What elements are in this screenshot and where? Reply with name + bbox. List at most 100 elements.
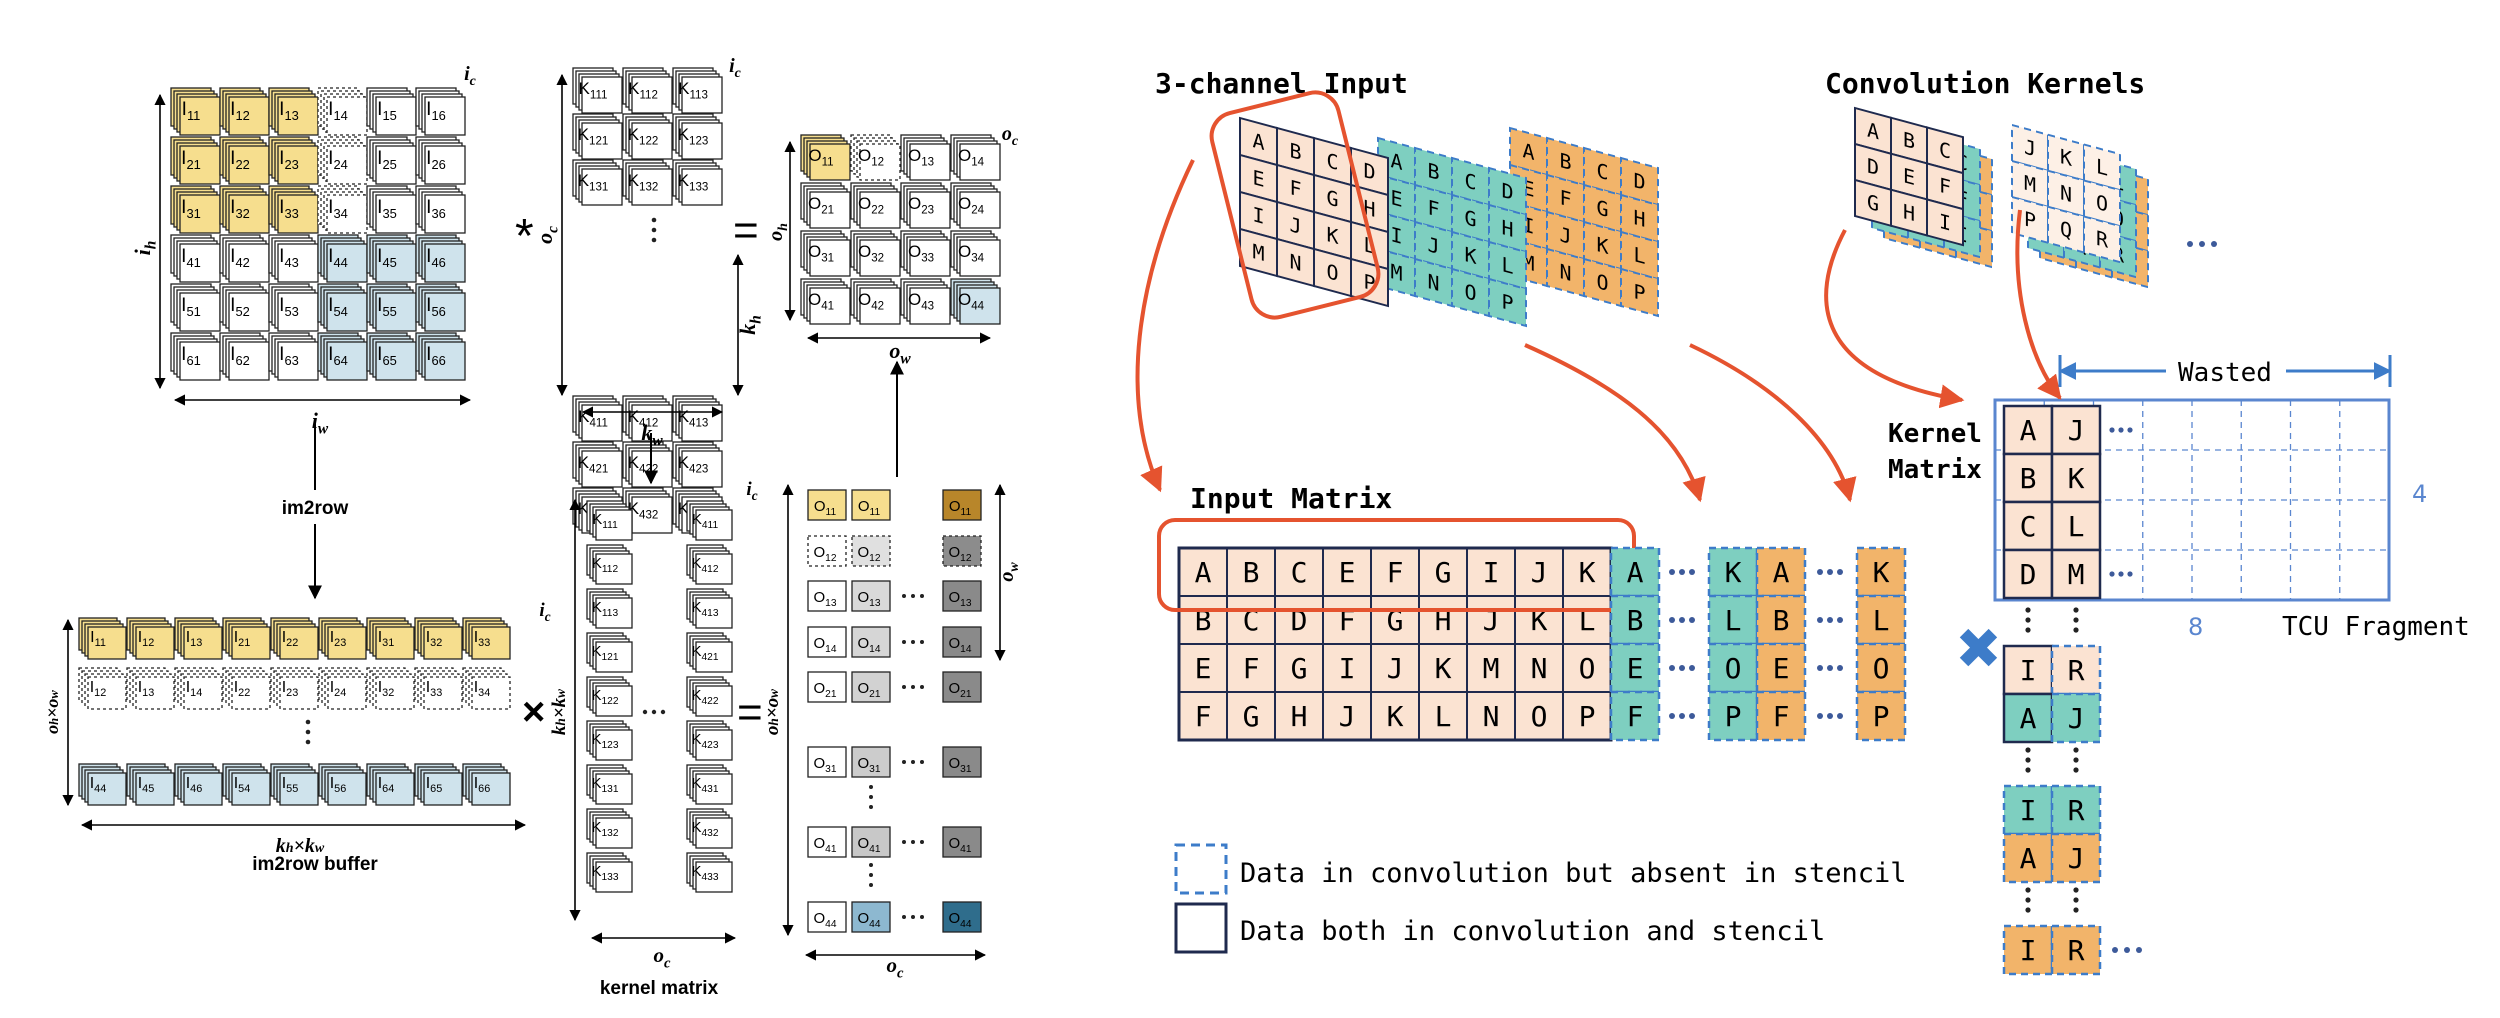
grid-cell xyxy=(1546,173,1585,224)
result-row-ellipsis xyxy=(920,685,924,689)
cell-layer xyxy=(681,122,723,160)
grid-cell xyxy=(1583,257,1622,308)
wasted-label-bg xyxy=(2166,355,2286,385)
grid-letter: C xyxy=(1596,158,1608,185)
kernel-kh-label: kh xyxy=(735,315,765,335)
grid-letter: N xyxy=(1559,259,1571,286)
buffer-cell: I65 xyxy=(414,763,463,806)
buffer-cell: I64 xyxy=(366,763,415,806)
cell-layer xyxy=(809,239,851,277)
buffer-cell: I56 xyxy=(318,763,367,806)
grid-letter: J xyxy=(2024,135,2036,162)
kernel-matrix: K111K112K113K121K122K123K131K132K133K411… xyxy=(549,479,758,971)
cell-label: K111 xyxy=(592,511,618,531)
grid-letter: P xyxy=(1501,289,1513,316)
result-cell xyxy=(807,626,847,658)
grid-letter: H xyxy=(1903,199,1915,226)
result-cell-label: O14 xyxy=(857,635,880,655)
cell-label: K431 xyxy=(691,775,718,795)
cell-layer xyxy=(695,553,733,585)
result-row-ellipsis xyxy=(920,640,924,644)
result-cell-label: O14 xyxy=(948,635,971,655)
result-cell xyxy=(851,901,891,933)
cell-layer xyxy=(183,626,223,660)
orange-col-1-cell xyxy=(1755,546,1807,598)
result-row-ellipsis xyxy=(911,760,915,764)
cell-layer xyxy=(326,341,368,381)
input-matrix-cell xyxy=(1562,547,1612,597)
kernel-cell: K112 xyxy=(622,67,673,114)
cell-label: O14 xyxy=(958,146,985,168)
kernel-cell: K422 xyxy=(622,441,673,488)
input-cell: I31 xyxy=(170,185,221,234)
input-matrix-letter: J xyxy=(1531,556,1548,589)
kmat-vertical-ellipsis xyxy=(2073,617,2079,623)
result-cell xyxy=(942,580,982,612)
cell-layer xyxy=(375,676,415,710)
output-cell: O11 xyxy=(800,134,851,181)
cell-label: I11 xyxy=(90,629,106,649)
buffer-cell: I66 xyxy=(462,763,511,806)
input-matrix-cell xyxy=(1226,595,1276,645)
cell-label: K133 xyxy=(591,863,618,883)
cell-label: I45 xyxy=(377,246,397,270)
input-cell: I16 xyxy=(415,87,466,136)
kmat-tail-cell xyxy=(2050,832,2102,884)
result-ow-label: ow xyxy=(996,562,1022,582)
kmat-ellipsis xyxy=(2109,427,2115,433)
kmatrix-cell: K432 xyxy=(686,808,733,849)
cell-layer xyxy=(326,145,368,185)
grid-letter: G xyxy=(1326,185,1338,212)
grid-letter: J xyxy=(1559,222,1571,249)
cell-layer xyxy=(695,773,733,805)
kernel-cell: K413 xyxy=(672,395,723,442)
cell-label: K412 xyxy=(691,555,718,575)
grid-letter: O xyxy=(1464,279,1476,306)
cell-layer xyxy=(279,676,319,710)
cell-layer xyxy=(326,96,368,136)
cell-label: K123 xyxy=(591,731,618,751)
cell-label: I21 xyxy=(181,148,201,172)
grid-cell xyxy=(1546,247,1585,298)
cell-layer xyxy=(909,143,951,181)
cell-layer xyxy=(595,641,633,673)
cell-layer xyxy=(695,597,733,629)
cell-label: O33 xyxy=(908,242,934,264)
input-cell: I32 xyxy=(219,185,270,234)
grid-letter: P xyxy=(2024,207,2036,234)
cell-label: O41 xyxy=(808,290,834,312)
fragment-rows-label: 4 xyxy=(2412,480,2427,508)
input-cell: I54 xyxy=(317,283,368,332)
cell-label: I13 xyxy=(138,679,155,699)
kmat-vertical-ellipsis xyxy=(2025,887,2031,893)
grid-letter: E xyxy=(1390,185,1402,212)
convolution-kernels: ABCDEFGHIABCDEFGHIABCDEFGHIJKLMNOPQRJKLM… xyxy=(1854,106,2217,289)
input-cell: I53 xyxy=(268,283,319,332)
cell-layer xyxy=(681,450,723,488)
teal-col-1-letter: F xyxy=(1627,700,1644,733)
kmat-tail-cell-letter: R xyxy=(2068,654,2085,687)
kmatrix-ic-label: ic xyxy=(746,479,757,503)
input-cell: I35 xyxy=(366,185,417,234)
grid-letter: A xyxy=(1522,138,1534,165)
cell-label: I54 xyxy=(328,295,348,319)
grid-cell xyxy=(1620,230,1659,281)
cell-label: K121 xyxy=(578,125,609,147)
cell-label: O24 xyxy=(958,194,985,216)
input-matrix-letter: N xyxy=(1483,700,1500,733)
cell-layer xyxy=(595,509,633,541)
kmatrix-cell: K431 xyxy=(686,764,733,805)
result-row-ellipsis xyxy=(911,594,915,598)
buffer-cell: I54 xyxy=(222,763,271,806)
teal-col-1-letter: E xyxy=(1627,652,1644,685)
cell-label: I32 xyxy=(426,629,443,649)
grid-letter: A xyxy=(1390,148,1402,175)
kmat-tail-cell-letter: I xyxy=(2020,794,2037,827)
teal-col-1-cell xyxy=(1609,594,1661,646)
grid-letter: B xyxy=(1427,158,1439,185)
result-row-ellipsis xyxy=(902,915,906,919)
input-matrix-letter: G xyxy=(1291,652,1308,685)
cell-label: I13 xyxy=(186,629,203,649)
